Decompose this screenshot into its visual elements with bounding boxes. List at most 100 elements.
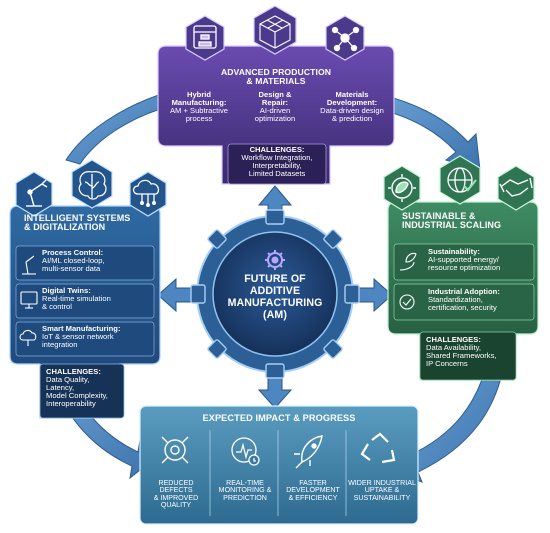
right-challenge-line: IP Concerns <box>426 358 468 368</box>
left-icon-hexes <box>15 159 167 217</box>
impact-line: & IMPROVED <box>153 493 199 502</box>
center-arrows <box>157 185 393 409</box>
left-item-body-line: & control <box>42 301 72 311</box>
top-item-head-line: Development: <box>326 97 378 107</box>
left-item-box-2 <box>15 283 155 319</box>
top-item-hybrid: Hybrid Manufacturing: AM + Subtractive p… <box>162 91 236 123</box>
left-item-box-3 <box>15 321 155 357</box>
top-title: ADVANCED PRODUCTION & MATERIALS <box>176 67 376 87</box>
robot-arm-icon <box>26 179 48 207</box>
right-item-box-1 <box>393 243 535 281</box>
left-item-body-line: Real-time simulation <box>42 293 111 303</box>
top-challenge-line: Interpretability, <box>252 160 302 170</box>
impact-line: UPTAKE & <box>364 486 400 495</box>
brain-icon <box>78 171 107 200</box>
top-challenges: CHALLENGES: Workflow Integration, Interp… <box>230 146 324 178</box>
right-item-body-line: certification, security <box>428 302 497 312</box>
center-title-line: FUTURE OF <box>244 273 306 285</box>
molecule-icon <box>331 26 360 52</box>
top-item-head-line: Manufacturing: <box>171 97 227 107</box>
right-item-head: Sustainability: <box>428 247 480 256</box>
leaf-hand-icon <box>399 252 417 271</box>
bottom-panel <box>139 405 419 525</box>
left-item-body-line: multi-sensor data <box>42 263 101 273</box>
bottom-title: EXPECTED IMPACT & PROGRESS <box>202 413 356 423</box>
3d-printer-icon <box>193 25 217 49</box>
right-challenge-line: Data Availability, <box>426 342 482 352</box>
top-item-head-line: Hybrid <box>186 90 212 99</box>
top-title-line-2: & MATERIALS <box>246 76 306 87</box>
impact-line: PREDICTION <box>223 493 267 502</box>
right-item-body-line: AI-supported energy/ <box>428 254 499 264</box>
left-challenge-line: Data Quality, <box>46 374 90 384</box>
top-challenges-title: CHALLENGES: <box>249 145 305 154</box>
impact-line: WIDER INDUSTRIAL <box>348 479 416 487</box>
impact-item-real-time: REAL-TIME MONITORING & PREDICTION <box>211 479 279 502</box>
right-challenge-line: Shared Frameworks, <box>426 350 497 360</box>
center-gear-icon <box>265 250 285 270</box>
left-title-line-2: & DIGITALIZATION <box>24 222 106 233</box>
center-title-line: (AM) <box>263 308 287 321</box>
monitor-icon <box>20 291 38 309</box>
right-title-line-2: INDUSTRIAL SCALING <box>402 220 502 231</box>
left-item-box-1 <box>15 245 155 281</box>
impact-item-faster-development: FASTER DEVELOPMENT & EFFICIENCY <box>279 479 347 502</box>
left-item-digital-twins: Digital Twins: Real-time simulation & co… <box>42 287 154 311</box>
left-item-body-line: IoT & sensor network <box>42 331 114 341</box>
monitor-clock-icon <box>231 437 260 466</box>
cloud-small-icon <box>19 329 37 346</box>
right-item-sustainability: Sustainability: AI-supported energy/ res… <box>428 248 536 272</box>
gear-leaf-icon <box>388 174 416 202</box>
center-title: FUTURE OF ADDITIVE MANUFACTURING (AM) <box>215 273 335 321</box>
top-item-head-line: Repair: <box>261 97 289 107</box>
left-item-body-line: integration <box>42 339 78 349</box>
left-item-head: Digital Twins: <box>42 286 91 295</box>
top-panel <box>157 45 395 185</box>
left-challenges-title: CHALLENGES: <box>46 367 101 376</box>
top-item-head-line: Design & <box>258 90 292 99</box>
left-item-smart-manufacturing: Smart Manufacturing: IoT & sensor networ… <box>42 325 154 349</box>
center-gear <box>190 209 360 379</box>
right-challenges-title: CHALLENGES: <box>426 335 481 344</box>
impact-item-reduced-defects: REDUCED DEFECTS & IMPROVED QUALITY <box>142 479 210 510</box>
impact-item-wider-uptake: WIDER INDUSTRIAL UPTAKE & SUSTAINABILITY <box>347 479 417 502</box>
top-challenges-box <box>227 143 327 185</box>
left-challenge-line: Model Complexity, <box>46 390 108 400</box>
globe-check-icon <box>447 167 477 193</box>
impact-line: & EFFICIENCY <box>288 493 338 502</box>
top-item-body-line: AI-driven <box>259 105 291 115</box>
left-item-process-control: Process Control: AI/ML closed-loop, mult… <box>42 249 154 273</box>
impact-line: DEVELOPMENT <box>286 486 340 495</box>
top-item-body-line: AM + Subtractive <box>169 105 229 115</box>
right-challenges-box <box>419 331 517 381</box>
impact-line: MONITORING & <box>218 486 272 495</box>
target-arrows-icon <box>161 436 189 464</box>
bottom-dividers <box>209 430 347 516</box>
center-title-line: ADDITIVE <box>249 284 301 297</box>
top-item-body-line: optimization <box>254 113 296 123</box>
robot-small-icon <box>22 255 36 275</box>
impact-line: FASTER <box>299 479 327 487</box>
impact-line: REDUCED DEFECTS <box>158 479 194 495</box>
top-challenge-line: Workflow Integration, <box>241 152 313 162</box>
top-title-line-1: ADVANCED PRODUCTION <box>220 67 332 77</box>
top-item-body-line: & prediction <box>331 113 373 123</box>
impact-line: REAL-TIME <box>226 479 264 487</box>
right-item-body-line: resource optimization <box>428 262 501 272</box>
top-item-design-repair: Design & Repair: AI-driven optimization <box>238 91 312 123</box>
top-item-body-line: process <box>185 113 213 123</box>
top-challenge-line: Limited Datasets <box>248 168 306 178</box>
top-item-body-line: Data-driven design <box>320 105 384 115</box>
impact-line: SUSTAINABILITY <box>353 493 411 502</box>
left-item-head: Smart Manufacturing: <box>42 324 121 333</box>
recycle-icon <box>360 432 396 464</box>
right-item-body-line: Standardization, <box>428 294 483 304</box>
right-title: SUSTAINABLE & INDUSTRIAL SCALING <box>402 211 536 231</box>
center-title-line: MANUFACTURING <box>227 296 323 309</box>
left-challenges-box <box>39 363 125 419</box>
gear-check-icon <box>399 294 415 310</box>
lattice-cube-icon <box>259 15 291 49</box>
right-challenges: CHALLENGES: Data Availability, Shared Fr… <box>426 336 516 368</box>
